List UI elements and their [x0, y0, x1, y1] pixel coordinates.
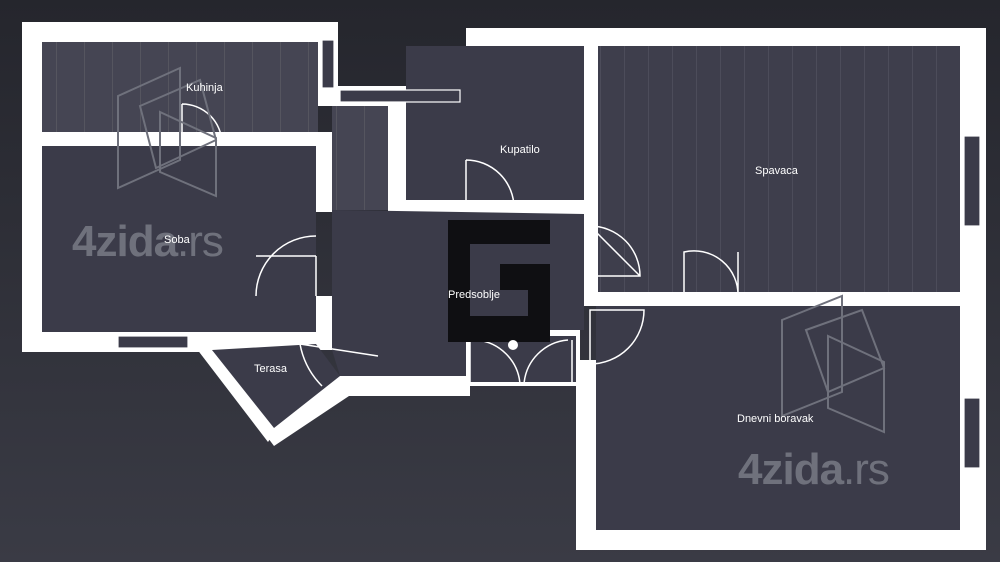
label-predsoblje: Predsoblje	[448, 289, 500, 301]
g-logo	[448, 220, 550, 350]
window-kitchen-right	[321, 39, 335, 89]
label-soba: Soba	[164, 234, 191, 246]
doors	[181, 103, 739, 387]
label-spavaca: Spavaca	[755, 165, 799, 177]
terasa-floor	[212, 344, 340, 428]
label-dnevni-boravak: Dnevni boravak	[737, 413, 814, 425]
door-soba	[255, 235, 317, 297]
window-spavaca	[963, 135, 981, 227]
door-kupatilo	[465, 159, 515, 212]
entry-floor	[470, 336, 576, 382]
hall-floor-upper	[332, 106, 388, 210]
door-spavaca-left	[589, 225, 641, 277]
g-logo-shape	[448, 220, 550, 342]
label-kupatilo: Kupatilo	[500, 144, 540, 156]
window-dnevni	[963, 397, 981, 469]
window-soba	[117, 335, 189, 349]
dnevni-floor	[596, 306, 960, 530]
watermark-text-right: 4zida.rs	[738, 445, 889, 494]
kupatilo-floor	[406, 46, 584, 200]
watermark-logo-top	[117, 66, 218, 198]
entry-marker-icon	[508, 340, 518, 350]
room-floors	[42, 42, 960, 530]
label-kuhinja: Kuhinja	[186, 82, 224, 94]
door-terasa	[299, 343, 379, 387]
soba-floor	[42, 146, 316, 332]
watermark-logo-bottom	[781, 294, 886, 434]
label-terasa: Terasa	[254, 363, 288, 375]
door-dnevni	[589, 309, 645, 365]
window-kitchen-bottom	[339, 89, 461, 103]
door-spavaca-bottom	[683, 250, 739, 297]
watermark-text-left: 4zida.rs	[72, 217, 223, 266]
windows	[117, 39, 981, 469]
spavaca-floor	[598, 46, 960, 292]
